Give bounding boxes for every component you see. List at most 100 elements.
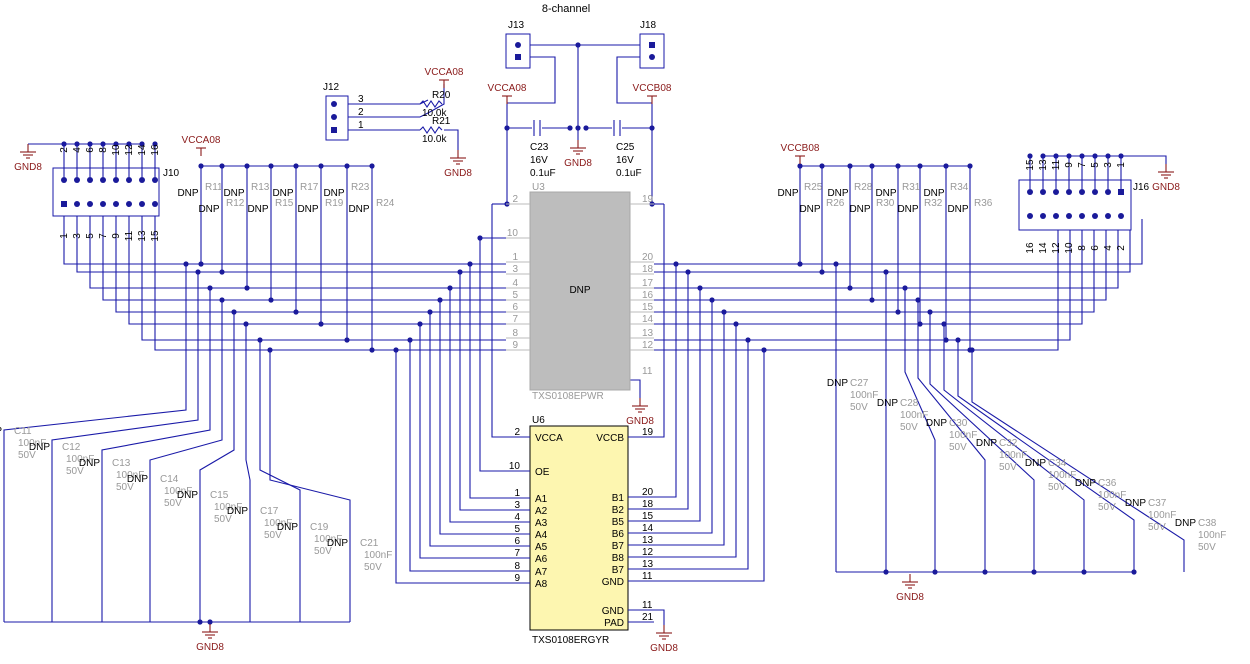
j16-ref: J16 xyxy=(1133,182,1150,193)
j10-pin-number: 5 xyxy=(85,233,96,239)
capacitor-voltage: 50V xyxy=(18,450,36,461)
dnp-label: DNP xyxy=(79,458,100,469)
resistor-ref: R23 xyxy=(351,182,370,193)
j10-pin-number: 7 xyxy=(98,233,109,239)
junction-dot xyxy=(917,321,923,327)
ground-label: GND8 xyxy=(650,643,678,654)
capacitor-ref: C27 xyxy=(850,378,869,389)
capacitor-value: 100nF xyxy=(1048,470,1076,481)
dnp-label: DNP xyxy=(849,204,870,215)
ground-label: GND8 xyxy=(196,642,224,653)
power-label: VCCA08 xyxy=(425,67,464,78)
u6-pin-name: A2 xyxy=(535,506,548,517)
j10-pin-number: 4 xyxy=(72,147,83,153)
j12-pin xyxy=(331,127,337,133)
capacitor-value: 100nF xyxy=(214,502,242,513)
r21-symbol xyxy=(419,126,443,134)
dnp-label: DNP xyxy=(272,188,293,199)
resistor-ref: R11 xyxy=(205,182,223,193)
cap-wire xyxy=(904,288,936,572)
diagram-title: 8-channel xyxy=(542,3,590,15)
capacitor-ref: C14 xyxy=(160,474,179,485)
j12-pin xyxy=(331,114,337,120)
u3-pin-number: 20 xyxy=(642,252,654,263)
j16-pin xyxy=(1027,213,1033,219)
dnp-label: DNP xyxy=(877,398,898,409)
resistor-ref: R28 xyxy=(854,182,873,193)
resistor-ref: R15 xyxy=(275,198,294,209)
j16-pin-number: 2 xyxy=(1116,245,1127,251)
resistor-ref: R26 xyxy=(826,198,845,209)
capacitor-ref: C30 xyxy=(949,418,968,429)
u6-pin-number: 15 xyxy=(642,511,654,522)
capacitor-value: 100nF xyxy=(314,534,342,545)
j10-pin-number: 1 xyxy=(59,233,70,239)
r20-ref: R20 xyxy=(432,90,451,101)
c23-ref: C23 xyxy=(530,142,549,153)
j13-body xyxy=(505,33,531,69)
cap-wire xyxy=(259,340,301,622)
j10-pin-number: 13 xyxy=(137,230,148,242)
capacitor-voltage: 50V xyxy=(1198,542,1216,553)
j16-pin xyxy=(1092,189,1098,195)
u3-pin-number: 7 xyxy=(512,314,518,325)
dnp-label: DNP xyxy=(1025,458,1046,469)
vcca-u6-wire xyxy=(491,204,506,438)
j18-pin xyxy=(649,54,655,60)
ground-label: GND8 xyxy=(626,416,654,427)
bus-row xyxy=(89,207,506,289)
dnp-label: DNP xyxy=(926,418,947,429)
c23-value: 0.1uF xyxy=(530,168,556,179)
resistor-ref: R12 xyxy=(226,198,245,209)
dnp-label: DNP xyxy=(827,378,848,389)
power-label: VCCB08 xyxy=(633,83,672,94)
capacitor-value: 100nF xyxy=(1098,490,1126,501)
u3-pin-number: 8 xyxy=(512,328,518,339)
j16-pin xyxy=(1040,213,1046,219)
j10-pin xyxy=(126,201,132,207)
capacitor-ref: C13 xyxy=(112,458,131,469)
resistor-ref: R17 xyxy=(300,182,319,193)
u6-bus-wire xyxy=(459,272,506,511)
capacitor-value: 100nF xyxy=(1148,510,1176,521)
resistor-ref: R19 xyxy=(325,198,344,209)
u6-pin-name: A4 xyxy=(535,530,548,541)
capacitor-voltage: 50V xyxy=(900,422,918,433)
bus-row xyxy=(654,219,1143,265)
junction-dot xyxy=(219,269,225,275)
capacitor-voltage: 50V xyxy=(164,498,182,509)
dnp-label: DNP xyxy=(223,188,244,199)
power-label: VCCB08 xyxy=(781,143,820,154)
dnp-label: DNP xyxy=(247,204,268,215)
u6-body xyxy=(529,425,629,631)
resistor-ref: R36 xyxy=(974,198,993,209)
j16-pin-number: 10 xyxy=(1064,242,1075,254)
capacitor-value: 100nF xyxy=(66,454,94,465)
junction-dot xyxy=(207,619,213,625)
vccb-u6-wire xyxy=(654,204,665,438)
cap-wire xyxy=(149,300,223,622)
capacitor-ref: C19 xyxy=(310,522,329,533)
u6-pin-name: VCCA xyxy=(535,433,563,444)
u6-pin-number: 1 xyxy=(514,488,520,499)
u6-pin-name: B5 xyxy=(612,517,625,528)
bus-row xyxy=(654,219,1083,325)
dnp-label: DNP xyxy=(127,474,148,485)
u6-pin-name: A8 xyxy=(535,579,548,590)
u6-bus-wire xyxy=(469,264,506,499)
oe-wire xyxy=(479,238,506,472)
j16-pin xyxy=(1027,189,1033,195)
j10-pin-number: 3 xyxy=(72,233,83,239)
u3-pin-number: 2 xyxy=(512,194,518,205)
r21-value: 10.0k xyxy=(422,134,447,145)
capacitor-voltage: 50V xyxy=(116,482,134,493)
j10-pin-number: 12 xyxy=(124,144,135,156)
capacitor-ref: C34 xyxy=(1048,458,1067,469)
cap-wire xyxy=(245,324,251,622)
j16-pin-number: 4 xyxy=(1103,245,1114,251)
u3-gnd-wire xyxy=(630,379,641,398)
u6-bus-wire xyxy=(419,324,506,559)
ground-symbol xyxy=(1158,164,1174,179)
u3-pin-number: 15 xyxy=(642,302,654,313)
u6-pin-number: 20 xyxy=(642,487,654,498)
